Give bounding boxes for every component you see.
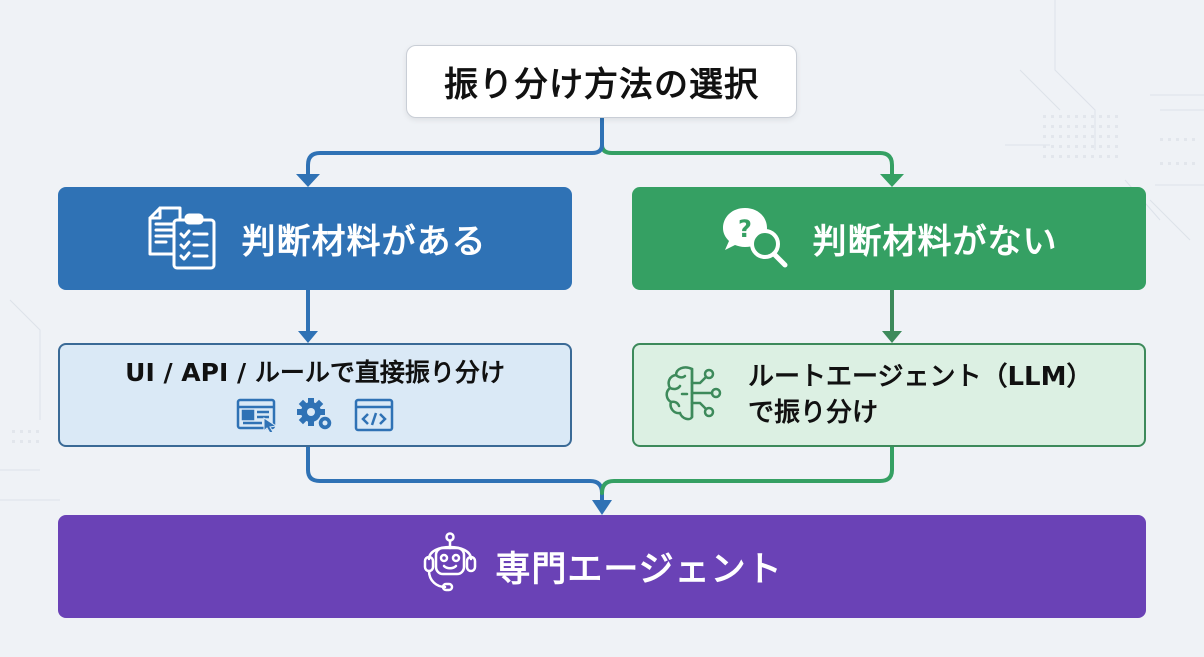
robot-headset-icon (421, 529, 479, 605)
method-direct-routing: UI / API / ルールで直接振り分け (58, 343, 572, 447)
root-node: 振り分け方法の選択 (406, 45, 797, 118)
branch-has-criteria: 判断材料がある (58, 187, 572, 290)
method-root-agent-label: ルートエージェント（LLM） で振り分け (748, 359, 1093, 431)
method-root-agent-routing: ルートエージェント（LLM） で振り分け (632, 343, 1146, 447)
method-icons (236, 397, 394, 437)
code-window-icon (354, 398, 394, 436)
svg-text:?: ? (738, 215, 752, 243)
brain-circuit-icon (662, 361, 726, 429)
branch-no-criteria-label: 判断材料がない (812, 222, 1058, 262)
branch-no-criteria: ? 判断材料がない (632, 187, 1146, 290)
target-specialist-agent: 専門エージェント (58, 515, 1146, 618)
connector-blue-method-to-target (306, 445, 604, 504)
arrowhead-green (880, 174, 904, 187)
connector-root-to-blue (306, 117, 604, 178)
arrowhead-blue (296, 174, 320, 187)
documents-checklist-icon (144, 204, 222, 274)
gears-icon (296, 397, 336, 437)
connector-green-method-to-target (600, 445, 894, 495)
arrowhead-green-method (882, 331, 902, 343)
connector-root-to-green (600, 117, 894, 178)
method-direct-routing-label: UI / API / ルールで直接振り分け (125, 358, 505, 387)
arrowhead-blue-method (298, 331, 318, 343)
root-label: 振り分け方法の選択 (444, 65, 759, 105)
arrowhead-target (592, 500, 612, 515)
method-root-agent-label-line1: ルートエージェント（LLM） (748, 362, 1093, 392)
target-label: 専門エージェント (495, 550, 783, 590)
branch-has-criteria-label: 判断材料がある (241, 222, 487, 262)
method-root-agent-label-line2: で振り分け (748, 398, 879, 428)
ui-window-cursor-icon (236, 398, 278, 436)
question-search-icon: ? (721, 204, 793, 274)
